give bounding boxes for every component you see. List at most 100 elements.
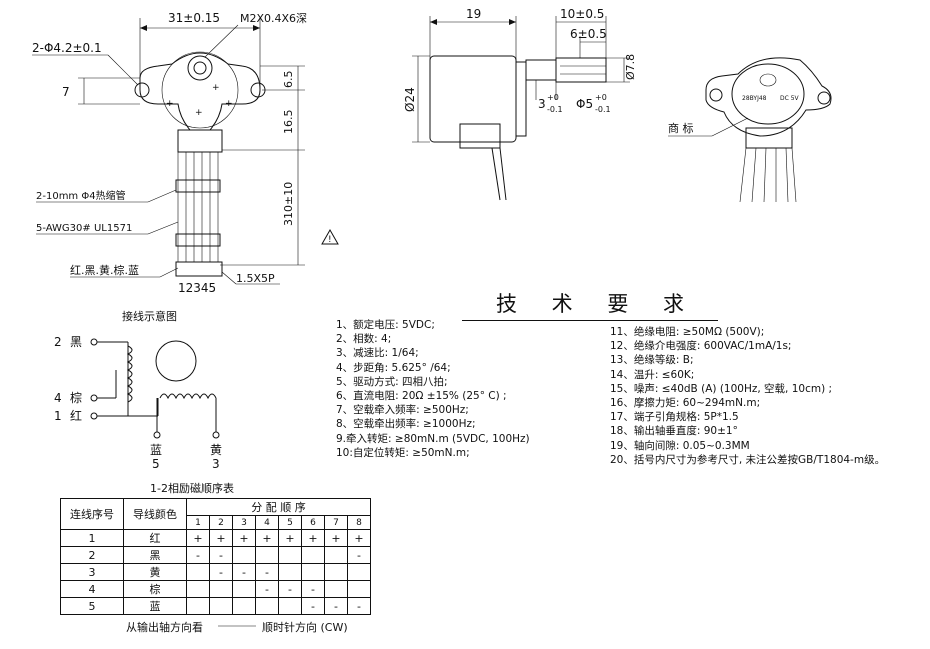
wiring-diagram [90, 338, 220, 439]
spec-item: 10:自定位转矩: ≥50mN.m; [336, 446, 470, 459]
spec-item: 20、括号内尺寸为参考尺寸, 未注公差按GB/T1804-m级。 [610, 453, 886, 466]
step-header: 1 [186, 515, 210, 530]
dim-65: 6.5 [282, 71, 295, 89]
dim-5-tol-top: +0 [595, 93, 607, 102]
cell: - [278, 580, 302, 598]
dim-width: 31±0.15 [168, 11, 220, 25]
side-view: 19 10±0.5 6±0.5 Ø24 Ø7.8 3 +0 -0.1 Φ5 [403, 7, 637, 201]
dim-19: 19 [466, 7, 481, 21]
label-colors: 红.黑.黄.棕.蓝 [70, 263, 139, 277]
row-color: 红 [123, 529, 187, 547]
svg-text:+: + [225, 99, 233, 109]
col-order: 分 配 顺 序 [186, 498, 371, 516]
dim-thread: M2X0.4X6深 [240, 12, 307, 25]
wiring-num-4: 4 [54, 391, 62, 405]
dim-165: 16.5 [282, 110, 295, 135]
spec-item: 15、噪声: ≤40dB (A) (100Hz, 空载, 10cm) ; [610, 382, 833, 395]
direction-left: 从输出轴方向看 [126, 621, 203, 634]
label-logo: 商 标 [668, 121, 694, 135]
step-header: 5 [278, 515, 302, 530]
cell: - [301, 597, 325, 615]
cell [255, 597, 279, 615]
dim-10: 10±0.5 [560, 7, 604, 21]
cell: + [278, 529, 302, 547]
cell: - [209, 563, 233, 581]
spec-item: 1、额定电压: 5VDC; [336, 319, 435, 331]
spec-item: 4、步距角: 5.625° /64; [336, 361, 451, 374]
cell: - [347, 546, 371, 564]
cell [209, 597, 233, 615]
spec-item: 7、空载牵入频率: ≥500Hz; [336, 404, 469, 417]
direction-right: 顺时针方向 (CW) [262, 621, 348, 634]
wiring-num-3: 3 [212, 457, 220, 471]
row-no: 5 [60, 597, 124, 615]
spec-item: 14、温升: ≤60K; [610, 368, 695, 381]
spec-item: 11、绝缘电阻: ≥50MΩ (500V); [610, 326, 765, 338]
dim-d78: Ø7.8 [624, 54, 637, 80]
cell: - [347, 597, 371, 615]
row-color: 棕 [123, 580, 187, 598]
row-color: 蓝 [123, 597, 187, 615]
cell: + [186, 529, 210, 547]
label-connector: 1.5X5P [236, 272, 275, 285]
cell: + [232, 529, 256, 547]
nameplate-model: 28BYJ48 [742, 95, 767, 102]
svg-text:+: + [212, 83, 220, 93]
dim-holes: 2-Φ4.2±0.1 [32, 41, 102, 55]
spec-item: 9.牵入转矩: ≥80mN.m (5VDC, 100Hz) [336, 432, 530, 445]
dim-5: Φ5 [576, 97, 593, 111]
spec-item: 16、摩擦力矩: 60~294mN.m; [610, 396, 761, 409]
cell: + [209, 529, 233, 547]
spec-title: 技 术 要 求 [462, 288, 719, 321]
wiring-num-5: 5 [152, 457, 160, 471]
wiring-color-2: 黑 [70, 335, 82, 349]
cell: - [301, 580, 325, 598]
cell: - [255, 563, 279, 581]
spec-item: 5、驱动方式: 四相八拍; [336, 375, 448, 388]
cell [232, 580, 256, 598]
cell [301, 563, 325, 581]
step-header: 2 [209, 515, 233, 530]
wiring-color-1: 红 [70, 408, 82, 423]
cell: + [324, 529, 348, 547]
cell: + [347, 529, 371, 547]
step-header: 8 [347, 515, 371, 530]
dim-3-tol-top: +0 [547, 93, 559, 102]
cell [232, 597, 256, 615]
cell: + [255, 529, 279, 547]
spec-item: 19、轴向间隙: 0.05~0.3MM [610, 439, 750, 452]
sequence-table-title: 1-2相励磁顺序表 [150, 481, 234, 495]
wiring-title: 接线示意图 [122, 309, 177, 323]
table-row: 4 棕 - - - [60, 580, 371, 598]
dim-7: 7 [62, 85, 70, 99]
cell [186, 597, 210, 615]
cell: + [301, 529, 325, 547]
row-no: 2 [60, 546, 124, 564]
spec-item: 18、输出轴垂直度: 90±1° [610, 425, 738, 438]
step-header: 6 [301, 515, 325, 530]
table-row: 5 蓝 - - - [60, 597, 371, 615]
cell [186, 563, 210, 581]
cell: - [209, 546, 233, 564]
spec-list-right: 11、绝缘电阻: ≥50MΩ (500V); 12、绝缘介电强度: 600VAC… [610, 325, 885, 467]
label-wire: 5-AWG30# UL1571 [36, 223, 132, 234]
col-wire-no: 连线序号 [60, 498, 124, 530]
spec-item: 8、空载牵出频率: ≥1000Hz; [336, 418, 476, 431]
dim-6: 6±0.5 [570, 27, 607, 41]
wiring-color-5: 蓝 [150, 443, 162, 457]
cell [255, 546, 279, 564]
spec-item: 12、绝缘介电强度: 600VAC/1mA/1s; [610, 340, 792, 353]
wiring-color-4: 棕 [70, 390, 82, 405]
cell [186, 580, 210, 598]
row-no: 3 [60, 563, 124, 581]
svg-text:!: ! [328, 235, 332, 245]
dim-3-tol-bot: -0.1 [547, 105, 563, 114]
nameplate-voltage: DC 5V [780, 95, 800, 102]
cell [324, 546, 348, 564]
wiring-num-1: 1 [54, 409, 62, 423]
front-view: 31±0.15 M2X0.4X6深 + + + + 2-Φ4.2±0.1 7 6… [32, 11, 339, 295]
step-header: 7 [324, 515, 348, 530]
cell [324, 580, 348, 598]
svg-text:+: + [195, 108, 203, 118]
svg-text:+: + [166, 99, 174, 109]
